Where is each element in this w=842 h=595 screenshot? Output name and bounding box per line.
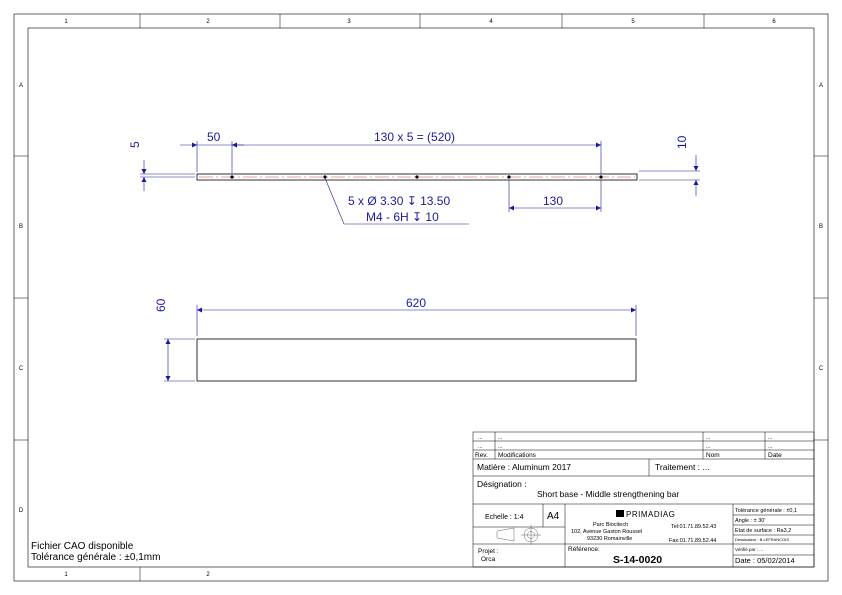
company-tel: Tel:01.71.89.52.43 xyxy=(671,524,716,530)
sheet-border xyxy=(13,13,829,582)
col-label: 4 xyxy=(489,19,493,25)
row-label: A xyxy=(19,83,23,89)
drafter: Dessinateur : B.LEFRANCOIS xyxy=(735,537,789,542)
row-label: A xyxy=(819,83,823,89)
company-logo: PRIMADIAG xyxy=(616,510,675,519)
rev-row-modif: ... xyxy=(498,444,503,450)
rev-header-modif: Modifications xyxy=(498,452,537,459)
dim-pitch-label: 130 x 5 = (520) xyxy=(374,130,455,144)
front-view: 620 60 xyxy=(154,296,637,382)
rev-row-rev: ... xyxy=(478,444,483,450)
bar-front-outline xyxy=(196,338,637,382)
col-label: 6 xyxy=(772,19,776,25)
dim-620-label: 620 xyxy=(406,296,426,310)
row-label: B xyxy=(19,224,23,230)
hole-markers xyxy=(230,175,603,179)
company-name: PRIMADIAG xyxy=(626,510,675,519)
address-line: Parc Biocitech xyxy=(593,522,628,528)
col-label: 3 xyxy=(347,19,351,25)
rev-row-nom: ... xyxy=(706,444,711,450)
row-label: C xyxy=(819,366,824,372)
col-label: 1 xyxy=(64,572,68,578)
rev-header-rev: Rev. xyxy=(475,452,488,459)
rev-row-nom: ... xyxy=(706,435,711,441)
address-line: 93230 Romainville xyxy=(587,536,632,542)
hole-callout-line1: 5 x Ø 3.30 ↧ 13.50 xyxy=(348,194,450,208)
dim-130-label: 130 xyxy=(543,194,563,208)
col-label: 5 xyxy=(631,19,635,25)
rev-header-nom: Nom xyxy=(706,452,720,459)
traitement-field: Traitement : ... xyxy=(655,462,709,472)
designation-label: Désignation : xyxy=(477,479,527,489)
bar-top-outline xyxy=(196,173,638,181)
dim-50-label: 50 xyxy=(207,130,221,144)
col-label: 2 xyxy=(206,19,210,25)
rev-row-rev: ... xyxy=(478,435,483,441)
reference-label: Référence: xyxy=(568,546,600,553)
col-label: 1 xyxy=(64,19,68,25)
rev-row-modif: ... xyxy=(498,435,503,441)
reference-value: S-14-0020 xyxy=(613,554,662,566)
projection-symbol-icon xyxy=(496,525,541,545)
top-view: 50 130 x 5 = (520) 130 5 10 5 x Ø 3.30 ↧… xyxy=(128,130,700,225)
row-label: B xyxy=(819,224,823,230)
general-tolerance-note: Tolérance générale : ±0,1mm xyxy=(31,552,161,563)
dim-5-label: 5 xyxy=(128,141,142,148)
zone-labels: 1 2 3 4 5 6 1 2 A B C D A B C xyxy=(19,19,824,578)
surface-finish: Etat de surface : Ra3,2 xyxy=(735,528,791,534)
row-label: C xyxy=(19,366,24,372)
company-fax: Fax:01.71.89.52.44 xyxy=(669,538,716,544)
rev-header-date: Date xyxy=(768,452,782,459)
zone-ticks xyxy=(14,14,828,581)
matiere-field: Matière : Aluminum 2017 xyxy=(477,462,571,472)
general-tolerance: Tolérance générale : ±0,1 xyxy=(735,508,797,514)
dim-10-label: 10 xyxy=(675,135,689,149)
row-label: D xyxy=(19,508,24,514)
drawing-date: Date : 05/02/2014 xyxy=(735,556,795,565)
cad-file-note: Fichier CAO disponible xyxy=(31,541,134,552)
address-line: 102, Avenue Gaston Roussel xyxy=(571,529,642,535)
rev-row-date: ... xyxy=(768,444,773,450)
paper-format: A4 xyxy=(547,511,560,522)
designation-value: Short base - Middle strengthening bar xyxy=(537,489,679,499)
scale-field: Echelle : 1:4 xyxy=(485,514,524,521)
project-label: Projet : xyxy=(478,548,499,555)
project-value: Orca xyxy=(481,556,495,563)
dim-60-label: 60 xyxy=(154,298,168,312)
angle-tolerance: Angle : ± 30' xyxy=(735,518,765,524)
title-block: ... ... ... ... ... ... ... ... Rev. Mod… xyxy=(472,431,815,568)
checked-by: Vérifié par : ... xyxy=(735,547,763,552)
col-label: 2 xyxy=(206,572,210,578)
rev-row-date: ... xyxy=(768,435,773,441)
hole-callout-line2: M4 - 6H ↧ 10 xyxy=(366,210,439,224)
